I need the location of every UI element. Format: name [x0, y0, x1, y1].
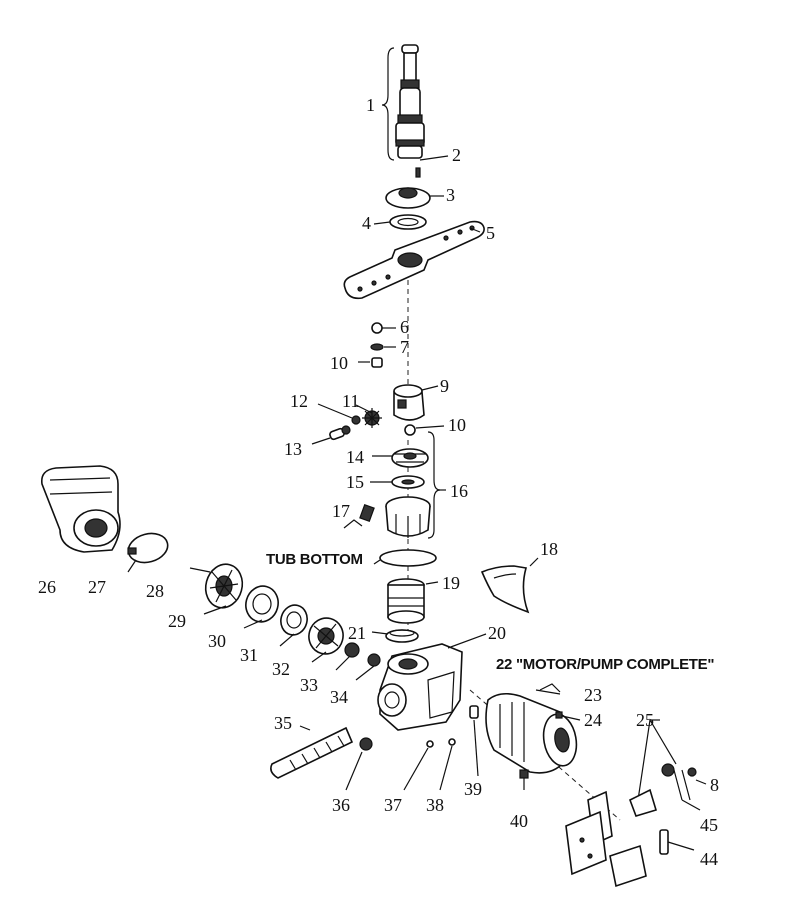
callout-31: 31 [240, 645, 258, 665]
part-20-pump-body [377, 643, 463, 731]
callout-20: 20 [488, 623, 506, 643]
callout-12: 12 [290, 391, 308, 411]
part-1-tube-assembly [381, 44, 425, 161]
callout-34: 34 [330, 687, 348, 707]
part-22-motor [485, 692, 578, 779]
part-21-clamp [385, 629, 419, 643]
part-15-washer [391, 475, 425, 489]
callout-29: 29 [168, 611, 186, 631]
callout-16: 16 [450, 481, 468, 501]
part-37-screw [426, 740, 434, 748]
part-28-rod [189, 567, 211, 573]
part-44-pin [659, 829, 669, 855]
part-10-lower-fitting [404, 424, 416, 436]
part-36-fitting [359, 737, 373, 751]
part-33-bushing [344, 642, 360, 658]
callout-35: 35 [274, 713, 292, 733]
callout-45: 45 [700, 815, 718, 835]
callout-40: 40 [510, 811, 528, 831]
callout-7: 7 [400, 337, 409, 357]
callout-25: 25 [636, 710, 654, 730]
part-17-clip [343, 503, 375, 529]
part-19-bearing [387, 578, 425, 624]
callout-26: 26 [38, 577, 56, 597]
callout-10-lower: 10 [448, 415, 466, 435]
part-8-screw [687, 767, 697, 777]
part-10-upper-fitting [371, 357, 383, 368]
callout-30: 30 [208, 631, 226, 651]
part-29-impeller [204, 563, 244, 609]
callout-1: 1 [366, 95, 375, 115]
callout-28: 28 [146, 581, 164, 601]
part-14-gear [391, 448, 429, 468]
part-30-seal [245, 585, 279, 623]
part-26-filter-housing [40, 465, 121, 553]
callout-10-upper: 10 [330, 353, 348, 373]
callout-15: 15 [346, 472, 364, 492]
callout-27: 27 [88, 577, 106, 597]
callout-13: 13 [284, 439, 302, 459]
callout-5: 5 [486, 223, 495, 243]
callout-2: 2 [452, 145, 461, 165]
callout-6: 6 [400, 317, 409, 337]
callout-9: 9 [440, 376, 449, 396]
callout-44: 44 [700, 849, 718, 869]
callout-32: 32 [272, 659, 290, 679]
callout-14: 14 [346, 447, 364, 467]
callout-38: 38 [426, 795, 444, 815]
leader-lines [127, 155, 707, 851]
part-12-nut [351, 415, 361, 425]
part-18-hose [480, 565, 530, 614]
tub-bottom-ring [379, 549, 437, 567]
callout-24: 24 [584, 710, 602, 730]
callout-3: 3 [446, 185, 455, 205]
part-3-cap [385, 187, 431, 209]
motor-pump-caption: 22 "MOTOR/PUMP COMPLETE" [496, 656, 715, 673]
part-38-screw [448, 738, 456, 746]
part-13-bolt [329, 425, 351, 441]
callout-11: 11 [342, 391, 360, 411]
callout-8: 8 [710, 775, 719, 795]
callout-21: 21 [348, 623, 366, 643]
part-6-bolt [371, 322, 383, 334]
callout-18: 18 [540, 539, 558, 559]
part-5-spray-arm [343, 220, 485, 300]
callout-19: 19 [442, 573, 460, 593]
part-11-spider-gear [362, 408, 382, 428]
callout-17: 17 [332, 501, 350, 521]
part-16-bracket [427, 431, 441, 539]
callout-39: 39 [464, 779, 482, 799]
callout-36: 36 [332, 795, 350, 815]
part-7-washer [370, 343, 384, 351]
part-24-clip [555, 711, 563, 719]
part-2-screw [415, 167, 421, 178]
part-31-seal [280, 604, 308, 636]
callout-37: 37 [384, 795, 402, 815]
part-16-housing [385, 496, 431, 538]
part-32-housing [308, 617, 344, 655]
part-27-clamp [127, 532, 169, 564]
callout-33: 33 [300, 675, 318, 695]
part-35-drain-hose [270, 726, 354, 779]
callout-23: 23 [584, 685, 602, 705]
part-34-bushing [367, 653, 381, 667]
motor-mount-bracket [565, 790, 647, 888]
callout-4: 4 [362, 213, 371, 233]
part-9-hub [393, 384, 425, 421]
part-23-wire [539, 683, 561, 693]
tub-bottom-caption: TUB BOTTOM [266, 551, 363, 568]
part-45-spring [673, 769, 701, 811]
part-4-washer [389, 214, 427, 230]
part-25-bracket [628, 719, 677, 817]
part-39-washer [469, 705, 479, 719]
